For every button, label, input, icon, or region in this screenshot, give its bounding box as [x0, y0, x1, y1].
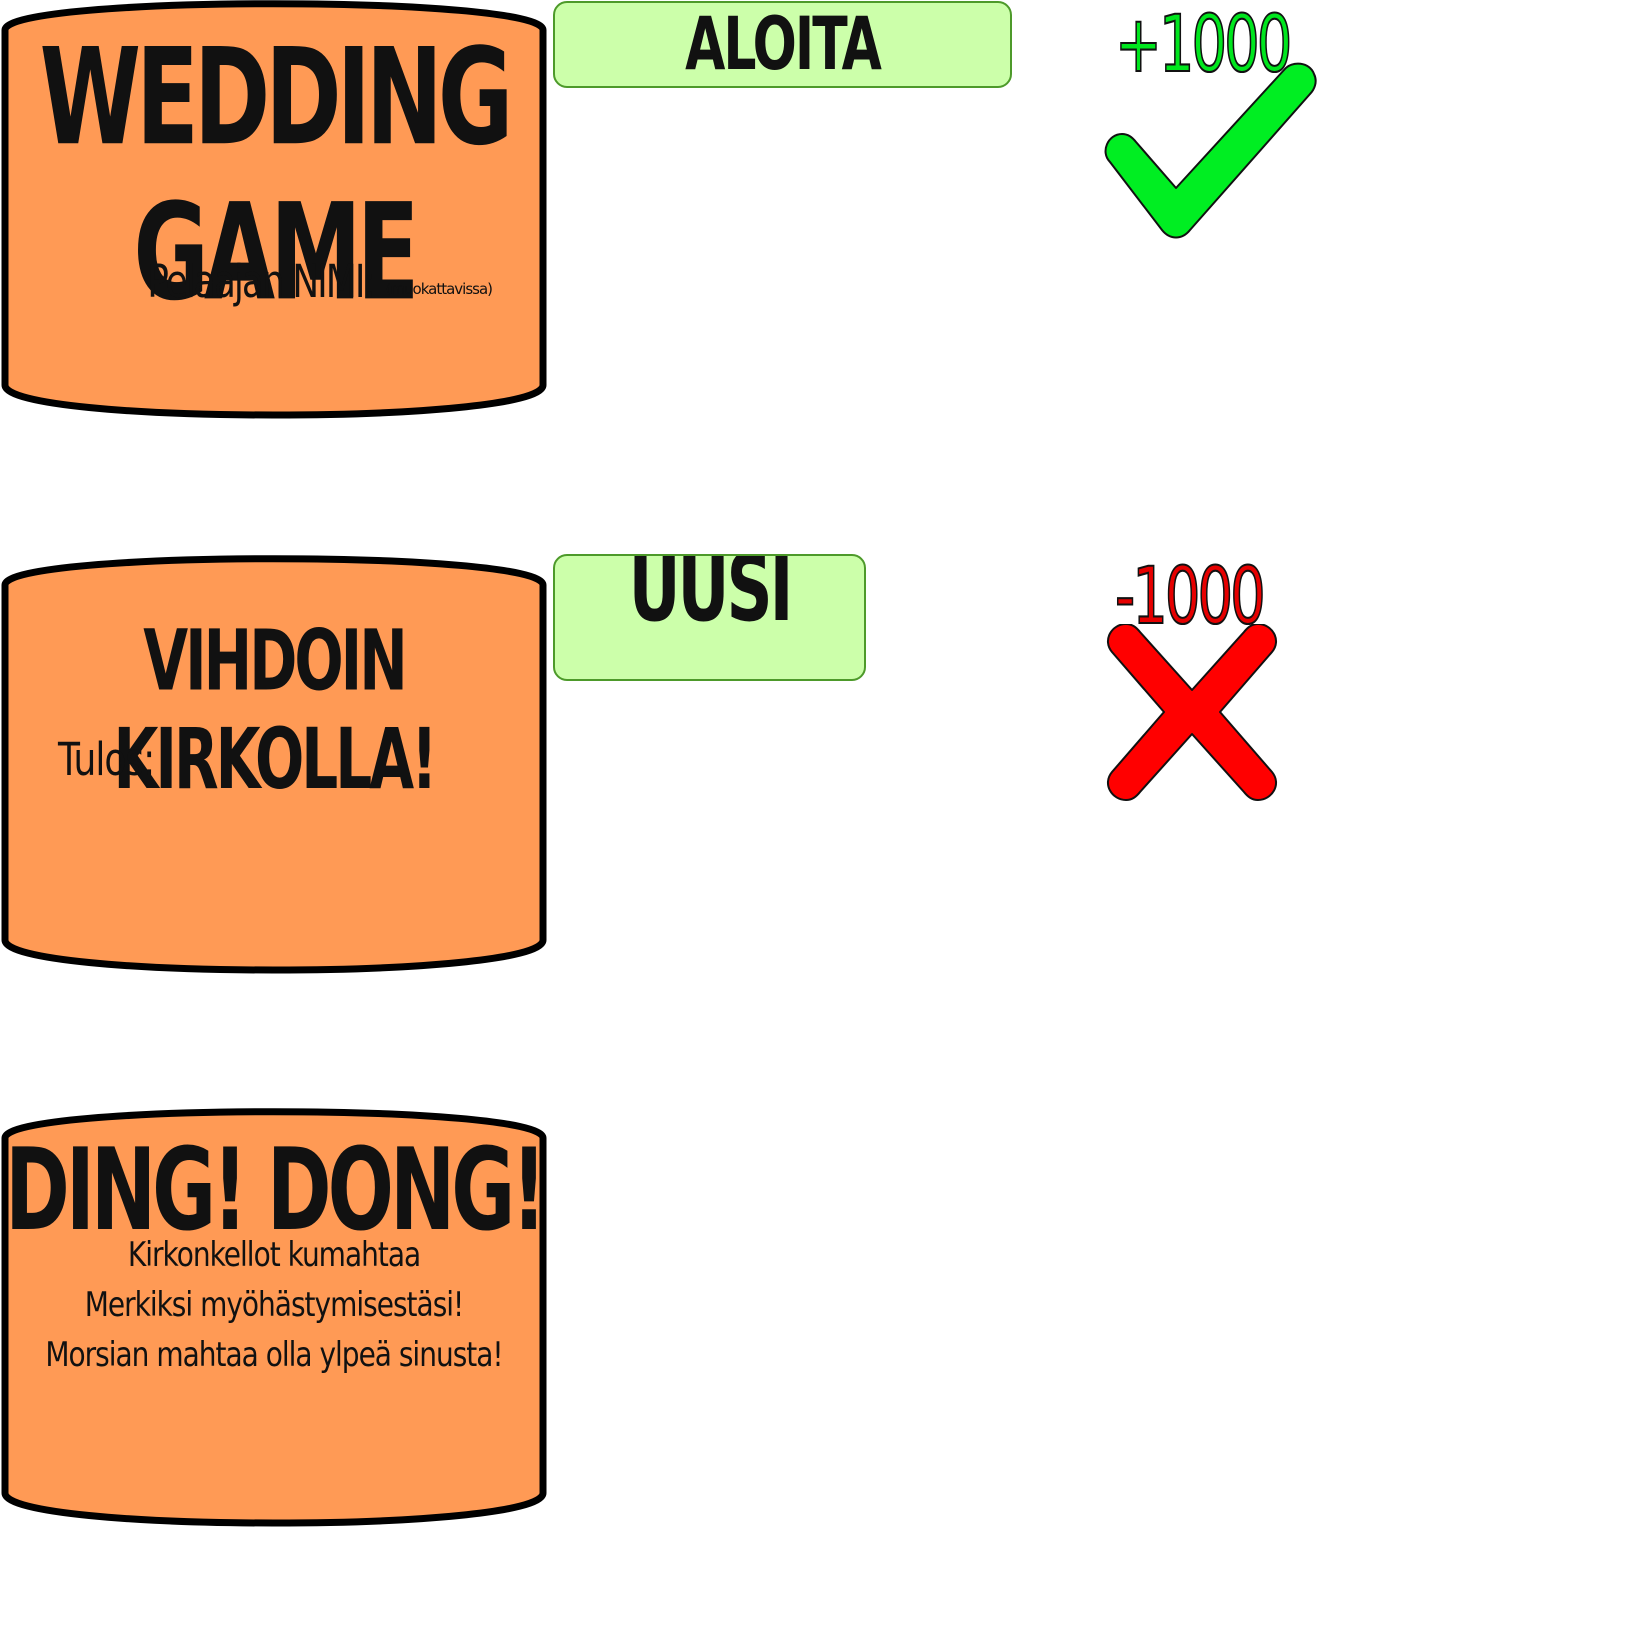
start-panel-drum: [1, 0, 547, 419]
player-name-row[interactable]: Pelaajan NIMI: (muokattavissa): [147, 257, 493, 308]
start-panel: WEDDING GAME Pelaajan NIMI: (muokattaviss…: [0, 0, 548, 420]
late-message-line: Merkiksi myöhästymisestäsi!: [84, 1284, 465, 1325]
check-icon: [1104, 62, 1317, 239]
start-button-label: ALOITA: [685, 3, 882, 87]
player-name-note: (muokattavissa): [385, 280, 493, 298]
start-button[interactable]: ALOITA: [553, 1, 1012, 88]
late-message: Kirkonkellot kumahtaa Merkiksi myöhästym…: [0, 1230, 548, 1380]
cross-icon: [1107, 624, 1277, 801]
late-message-line: Morsian mahtaa olla ylpeä sinusta!: [45, 1334, 503, 1375]
end-panel-drum: [1, 555, 547, 974]
new-game-button-label: UUSI PELI: [628, 554, 794, 644]
late-panel-drum: [1, 1108, 547, 1527]
game-title: WEDDING GAME: [39, 20, 514, 331]
player-name-label: Pelaajan NIMI:: [147, 256, 375, 309]
late-panel: DING! DONG! Kirkonkellot kumahtaa Merkik…: [0, 1108, 548, 1528]
correct-score-text: +1000: [1114, 0, 1293, 91]
end-title: VIHDOIN KIRKOLLA!: [113, 611, 437, 809]
result-label: Tulos:: [58, 735, 155, 787]
late-title: DING! DONG!: [5, 1126, 547, 1257]
late-message-line: Kirkonkellot kumahtaa: [127, 1234, 421, 1275]
new-game-button[interactable]: UUSI PELI: [553, 554, 866, 681]
wrong-score-text: -1000: [1114, 551, 1266, 643]
end-panel: VIHDOIN KIRKOLLA! Tulos:: [0, 555, 548, 975]
